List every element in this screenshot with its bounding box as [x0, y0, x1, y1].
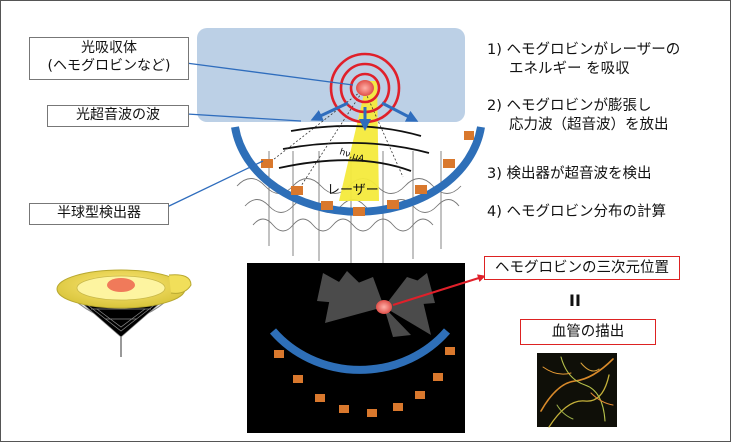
hemisphere-device-illustration: [56, 269, 192, 357]
step-1: 1) ヘモグロビンがレーザーの エネルギー を吸収: [487, 41, 680, 79]
step-1-line2: エネルギー を吸収: [509, 61, 630, 77]
emission-arrows: [310, 101, 419, 131]
absorber-dot: [356, 80, 374, 96]
position-arrow: [392, 274, 486, 306]
laser-label: レーザー: [327, 183, 379, 198]
tissue-region: [197, 28, 465, 122]
step-1-line1: 1) ヘモグロビンがレーザーの: [487, 42, 681, 58]
step-2-line2: 応力波（超音波）を放出: [509, 117, 669, 133]
absorber-label-line1: 光吸収体: [81, 40, 137, 56]
step-4-line1: 4) ヘモグロビン分布の計算: [487, 204, 666, 220]
pa-wave-label: 光超音波の波: [47, 105, 189, 127]
detector-label: 半球型検出器: [29, 203, 169, 225]
vessel-label: 血管の描出: [520, 319, 656, 345]
propagation-paths: [268, 88, 404, 187]
absorber-label-line2: (ヘモグロビンなど): [47, 58, 171, 74]
step-4: 4) ヘモグロビン分布の計算: [487, 203, 666, 222]
step-2: 2) ヘモグロビンが膨張し 応力波（超音波）を放出: [487, 97, 669, 135]
reconstruction-panel: [247, 263, 465, 433]
step-3-line1: 3) 検出器が超音波を検出: [487, 166, 652, 182]
equals-sign: II: [569, 291, 581, 310]
absorber-label: 光吸収体 (ヘモグロビンなど): [29, 37, 189, 80]
detector-sensor-elements: [261, 131, 474, 216]
vessel-image: [537, 353, 617, 428]
callout-leaders: [166, 62, 354, 208]
hb-position-label: ヘモグロビンの三次元位置: [484, 256, 680, 280]
step-3: 3) 検出器が超音波を検出: [487, 165, 652, 184]
step-2-line1: 2) ヘモグロビンが膨張し: [487, 98, 652, 114]
